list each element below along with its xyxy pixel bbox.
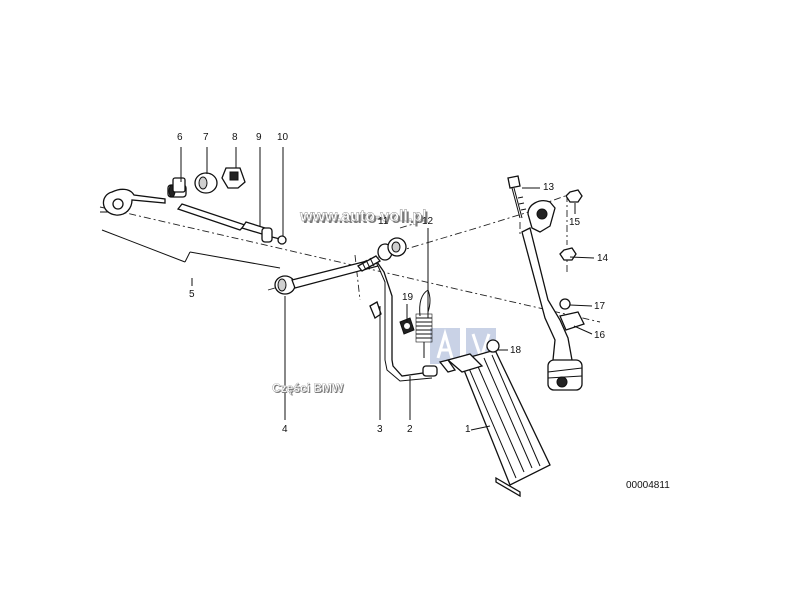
small-parts-top-left <box>172 167 246 194</box>
callout-7: 7 <box>203 132 209 143</box>
accelerator-pedal <box>438 339 551 498</box>
callout-4: 4 <box>282 424 288 435</box>
bushing-4 <box>274 275 296 295</box>
callout-11: 11 <box>378 216 389 227</box>
watermark-url-shadow: www.auto-voll.pl <box>301 210 429 227</box>
callout-8: 8 <box>232 132 238 143</box>
bushings-11-12 <box>377 237 407 261</box>
pedal-lever <box>507 175 585 391</box>
callout-19: 19 <box>402 292 414 303</box>
callout-10: 10 <box>277 132 289 143</box>
throttle-rod <box>291 255 438 382</box>
callout-13: 13 <box>543 182 555 193</box>
spring-and-clip <box>399 289 433 358</box>
watermark-brand: Części BMW <box>272 381 344 395</box>
watermark-url: www.auto-voll.pl <box>299 208 427 225</box>
callout-3: 3 <box>377 424 383 435</box>
callout-5: 5 <box>189 289 195 300</box>
callout-1: 1 <box>465 424 471 435</box>
watermark-brand-shadow: Części BMW <box>273 382 345 396</box>
callout-16: 16 <box>594 330 606 341</box>
callout-17: 17 <box>594 301 606 312</box>
leader-lines <box>180 147 595 431</box>
diagram-id: 00004811 <box>626 480 670 491</box>
callout-6: 6 <box>177 132 183 143</box>
callout-2: 2 <box>407 424 413 435</box>
cable-assembly <box>100 184 287 269</box>
callout-14: 14 <box>597 253 609 264</box>
callout-12: 12 <box>422 216 434 227</box>
watermark: www.auto-voll.pl www.auto-voll.pl Części… <box>272 208 429 396</box>
callout-18: 18 <box>510 345 522 356</box>
callout-9: 9 <box>256 132 262 143</box>
callout-15: 15 <box>569 217 581 228</box>
callouts: 1 2 3 4 5 6 7 8 9 10 11 12 13 14 15 16 1… <box>177 132 609 435</box>
